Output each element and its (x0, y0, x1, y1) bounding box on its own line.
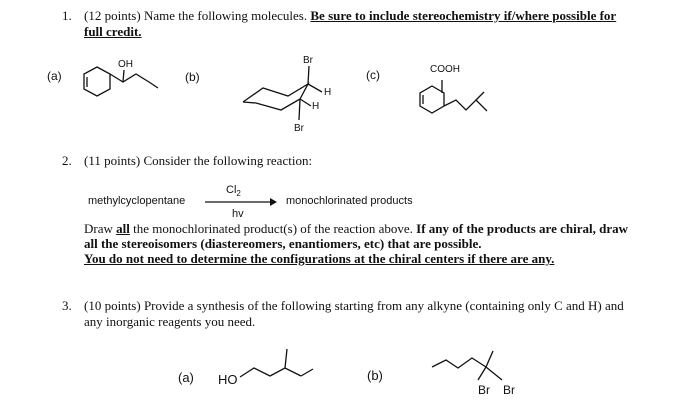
q2-instruction-line3: You do not need to determine the configu… (84, 251, 555, 266)
q1-heading: (12 points) Name the following molecules… (84, 8, 684, 24)
q1-b-br-bottom: Br (294, 123, 304, 134)
q1-instruction-underlined-cont: full credit. (84, 24, 142, 39)
q1-b-br-top: Br (303, 55, 313, 66)
q1-a-label: (a) (47, 69, 62, 83)
q3-a-end (300, 368, 314, 377)
q3-b-br2-bond (485, 366, 503, 381)
q3-line2: any inorganic reagents you need. (84, 314, 256, 329)
q3-b-chain (431, 357, 487, 369)
q3-b-br1-bond (477, 366, 487, 381)
q2-text: (11 points) Consider the following react… (84, 153, 313, 168)
q2-line1-pre: Draw (84, 221, 117, 236)
q2-reagent-bottom: hv (232, 208, 244, 220)
q3-number: 3. (62, 298, 72, 313)
q3-b-br2: Br (503, 383, 515, 397)
q2-reagent-subscript: 2 (236, 189, 241, 199)
q1-c-cooh: COOH (430, 64, 460, 75)
q3-line1: (10 points) Provide a synthesis of the f… (84, 298, 624, 313)
q1-a-oh: OH (118, 59, 133, 70)
q3-b-label: (b) (367, 368, 383, 383)
q1-c-branch (475, 91, 485, 101)
q1-a-oh-bond (122, 69, 125, 83)
q1-b-h-right: H (324, 87, 332, 98)
q1-c-ring (419, 85, 445, 114)
q1-a-chain (109, 73, 159, 89)
q2-reagent-cl: Cl (226, 184, 237, 196)
q2-instruction-line2: all the stereoisomers (diastereomers, en… (84, 236, 482, 251)
q3-a-label: (a) (178, 370, 194, 385)
q1-b-chair (242, 82, 310, 111)
q2-instruction-line1: Draw all the monochlorinated product(s) … (84, 221, 694, 237)
q1-b-br-down-bond (298, 98, 301, 121)
q1-c-chain (443, 99, 488, 112)
q2-number: 2. (62, 153, 72, 168)
q3-a-branch (284, 348, 288, 369)
q1-points-text: (12 points) Name the following molecules… (84, 8, 308, 23)
q2-reactant: methylcyclopentane (88, 195, 186, 207)
q1-b-br-up-bond (307, 65, 310, 85)
q2-line1-all: all (116, 221, 130, 236)
q1-b-h2-bond (299, 98, 312, 107)
q1-b-label: (b) (185, 70, 200, 84)
q3-a-ho: HO (218, 372, 238, 387)
q3-a-chain (239, 367, 302, 378)
q2-line1-bold: If any of the products are chiral, draw (416, 221, 628, 236)
q2-reagent-top: Cl2 (226, 184, 241, 198)
q1-c-label: (c) (366, 68, 380, 82)
q1-instruction-underlined: Be sure to include stereochemistry if/wh… (310, 8, 617, 23)
q1-b-h-lower: H (312, 101, 320, 112)
q3-b-br1: Br (478, 383, 490, 397)
q1-number: 1. (62, 8, 72, 23)
q1-b-h1-bond (307, 83, 323, 93)
q3-b-upper-branch (485, 350, 494, 368)
q2-line1-mid: the monochlorinated product(s) of the re… (129, 221, 417, 236)
q2-product: monochlorinated products (286, 195, 413, 207)
